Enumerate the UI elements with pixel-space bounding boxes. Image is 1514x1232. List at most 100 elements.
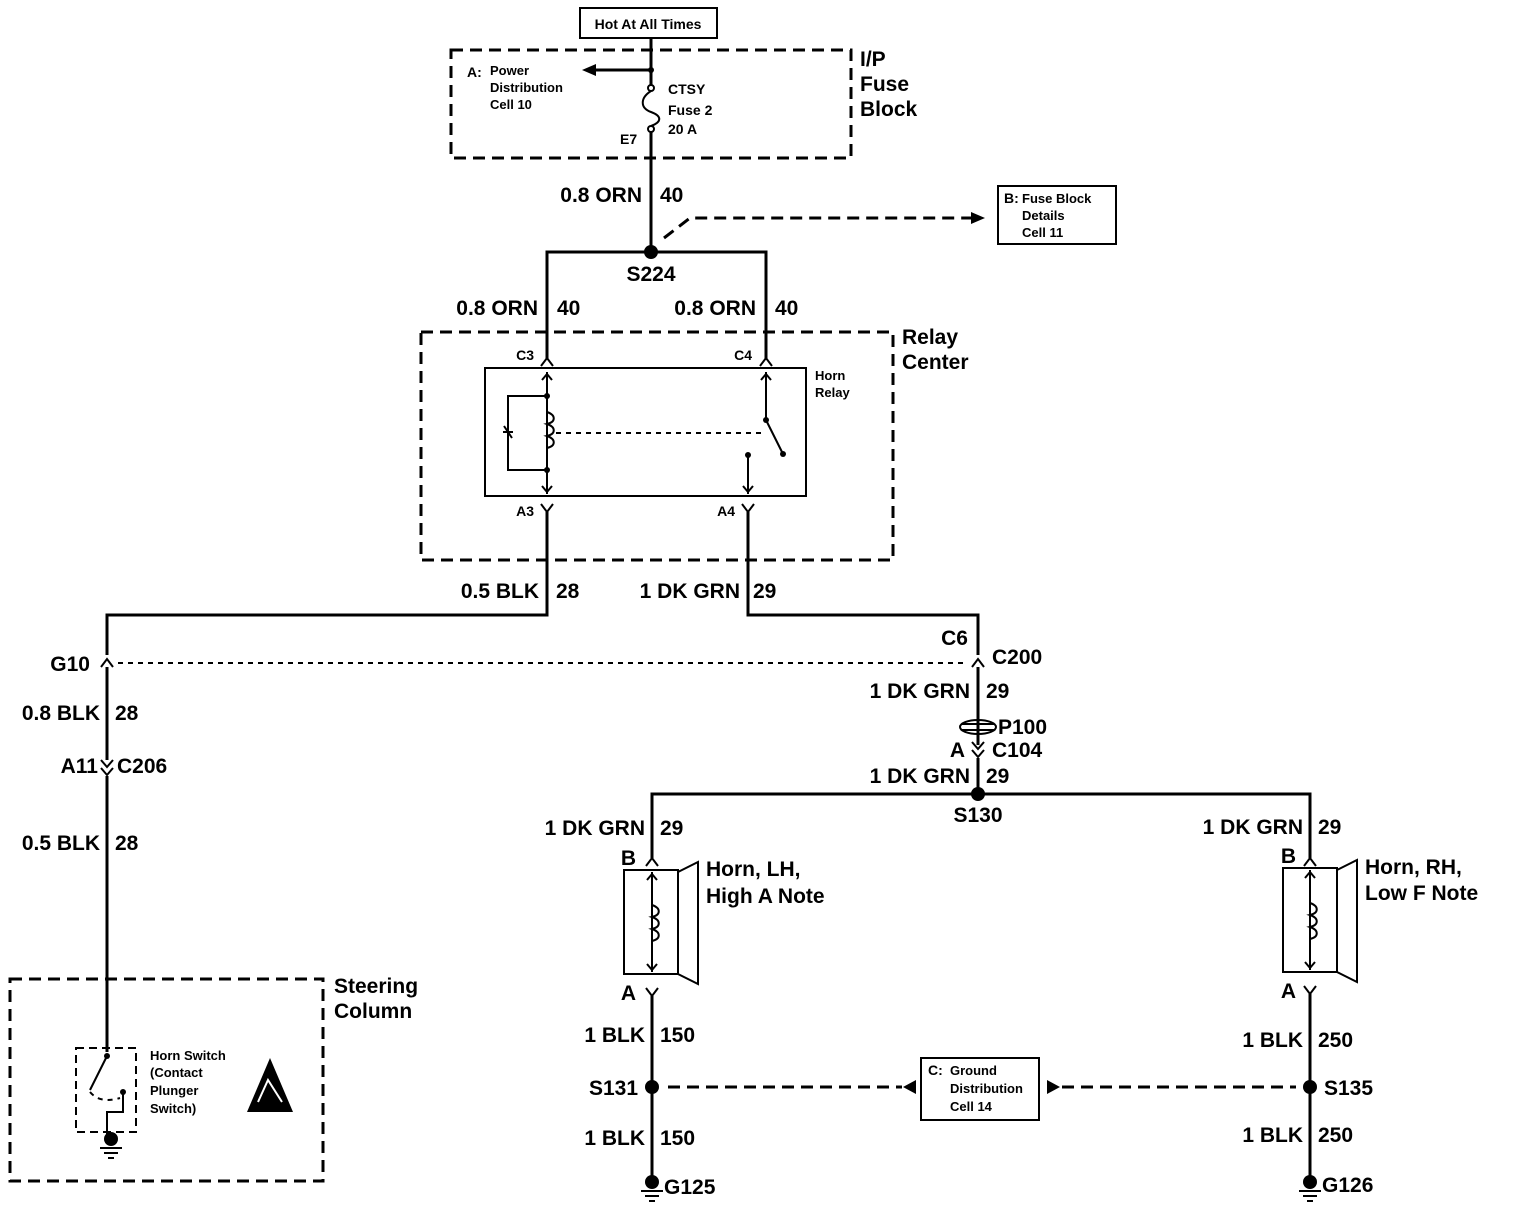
ground-dist-ref-2: Distribution — [950, 1081, 1023, 1096]
relay-contact-icon — [765, 419, 784, 455]
c104-circuit-label: 29 — [986, 765, 1009, 788]
rh-gnd-circuit-label-1: 250 — [1318, 1029, 1353, 1052]
horn-lh-coil-icon — [648, 904, 660, 942]
rh-gnd-wire-label-2: 1 BLK — [1242, 1124, 1303, 1147]
c206-wire-label: 0.5 BLK — [22, 832, 100, 855]
fuse-details-ref-2: Details — [1022, 208, 1065, 223]
lh-gnd-wire-label-1: 1 BLK — [584, 1024, 645, 1047]
relay-center: Relay Center Horn Relay C3 C4 A3 A4 — [419, 326, 969, 562]
fuse-rating: 20 A — [668, 121, 697, 137]
splice-s224-label: S224 — [626, 263, 675, 286]
ground-dist-ref-1: Ground — [950, 1063, 997, 1078]
horn-rh: B A Horn, RH, Low F Note — [1281, 845, 1478, 1003]
arrow-right-icon — [1047, 1080, 1060, 1094]
pin-a4: A4 — [717, 503, 735, 519]
fuse-name: CTSY — [668, 81, 706, 97]
feed-wire-label: 0.8 ORN — [560, 184, 642, 207]
horn-lh-pin-a: A — [621, 982, 636, 1005]
splice-s131-label: S131 — [589, 1077, 638, 1100]
connector-c206: C206 — [117, 755, 167, 778]
splice-s130 — [971, 787, 985, 801]
ground-distribution-ref: C: Ground Distribution Cell 14 — [920, 1057, 1040, 1121]
rh-gnd-wire-label-1: 1 BLK — [1242, 1029, 1303, 1052]
fuse-icon — [641, 90, 661, 127]
ground-dist-ref-3: Cell 14 — [950, 1099, 993, 1114]
p100-passthrough-icon — [959, 719, 997, 735]
steering-column: Steering Column Horn Switch (Contact Plu… — [8, 975, 418, 1183]
connector-c104-icon — [971, 741, 985, 759]
feed-circuit-label: 40 — [660, 184, 683, 207]
lh-wire-label: 1 DK GRN — [545, 817, 645, 840]
arrow-left-icon — [903, 1080, 916, 1094]
rh-gnd-circuit-label-2: 250 — [1318, 1124, 1353, 1147]
c200-wire-label: 1 DK GRN — [870, 680, 970, 703]
connector-c200: C200 — [992, 646, 1042, 669]
a4-wire-label: 1 DK GRN — [640, 580, 740, 603]
connector-c6: C6 — [941, 627, 968, 650]
lh-gnd-wire-label-2: 1 BLK — [584, 1127, 645, 1150]
g10-circuit-label: 28 — [115, 702, 139, 725]
power-dist-ref-1: Power — [490, 63, 529, 78]
ground-g126: G126 — [1322, 1174, 1373, 1197]
horn-switch-label-3: Plunger — [150, 1083, 198, 1098]
relay-coil-icon — [543, 411, 555, 449]
power-dist-ref-2: Distribution — [490, 80, 563, 95]
pin-a3: A3 — [516, 503, 534, 519]
relay-center-title-2: Center — [902, 351, 969, 374]
horn-relay-label-1: Horn — [815, 368, 845, 383]
fuse-terminal: E7 — [620, 131, 637, 147]
c3-circuit-label: 40 — [557, 297, 580, 320]
horn-rh-label-2: Low F Note — [1365, 882, 1478, 905]
connector-c104: C104 — [992, 739, 1043, 762]
horn-lh: B A Horn, LH, High A Note — [621, 847, 825, 1005]
a4-circuit-label: 29 — [753, 580, 776, 603]
horn-switch-label-4: Switch) — [150, 1101, 196, 1116]
connector-c104-pin: A — [950, 739, 965, 762]
ground-g125: G125 — [664, 1176, 716, 1199]
fuse-block-details-ref: B: Fuse Block Details Cell 11 — [997, 185, 1117, 245]
arrow-right-icon — [971, 212, 985, 224]
splice-s131 — [645, 1080, 659, 1094]
splice-s135-label: S135 — [1324, 1077, 1373, 1100]
pin-c3: C3 — [516, 347, 534, 363]
connector-g10: G10 — [50, 653, 90, 676]
fuse-number: Fuse 2 — [668, 102, 713, 118]
horn-switch-label-1: Horn Switch — [150, 1048, 226, 1063]
ref-letter-a: A: — [467, 64, 482, 80]
ground-icon — [641, 1190, 663, 1202]
lh-gnd-circuit-label-2: 150 — [660, 1127, 695, 1150]
fuse-details-ref-3: Cell 11 — [1022, 225, 1063, 240]
c200-circuit-label: 29 — [986, 680, 1009, 703]
pin-c4: C4 — [734, 347, 752, 363]
fuse-details-ref-1: Fuse Block — [1022, 191, 1092, 206]
horn-lh-pin-b: B — [621, 847, 636, 870]
horn-relay-label-2: Relay — [815, 385, 850, 400]
ref-letter-c: C: — [928, 1062, 943, 1078]
horn-rh-pin-b: B — [1281, 845, 1296, 868]
horn-rh-label-1: Horn, RH, — [1365, 856, 1462, 879]
arrow-left-icon — [582, 64, 596, 76]
horn-lh-label-1: Horn, LH, — [706, 858, 801, 881]
a3-wire-label: 0.5 BLK — [461, 580, 539, 603]
speaker-horn-icon — [677, 860, 699, 986]
relay-center-title-1: Relay — [902, 326, 958, 349]
c206-circuit-label: 28 — [115, 832, 139, 855]
splice-s135 — [1303, 1080, 1317, 1094]
rh-wire-label: 1 DK GRN — [1203, 816, 1303, 839]
ground-icon — [100, 1147, 122, 1159]
c104-wire-label: 1 DK GRN — [870, 765, 970, 788]
diode-icon — [503, 425, 513, 439]
c4-wire-label: 0.8 ORN — [674, 297, 756, 320]
ref-letter-b: B: — [1004, 190, 1019, 206]
lh-gnd-circuit-label-1: 150 — [660, 1024, 695, 1047]
speaker-horn-icon — [1336, 858, 1358, 984]
fuse-block-title-1: I/P — [860, 48, 886, 71]
hot-at-all-times-box: Hot At All Times — [579, 7, 718, 39]
power-dist-ref-3: Cell 10 — [490, 97, 532, 112]
g10-wire-label: 0.8 BLK — [22, 702, 100, 725]
ground-icon — [1299, 1190, 1321, 1202]
connector-a11: A11 — [61, 755, 99, 778]
connector-p100: P100 — [998, 716, 1047, 739]
horn-switch-icon — [89, 1055, 108, 1091]
